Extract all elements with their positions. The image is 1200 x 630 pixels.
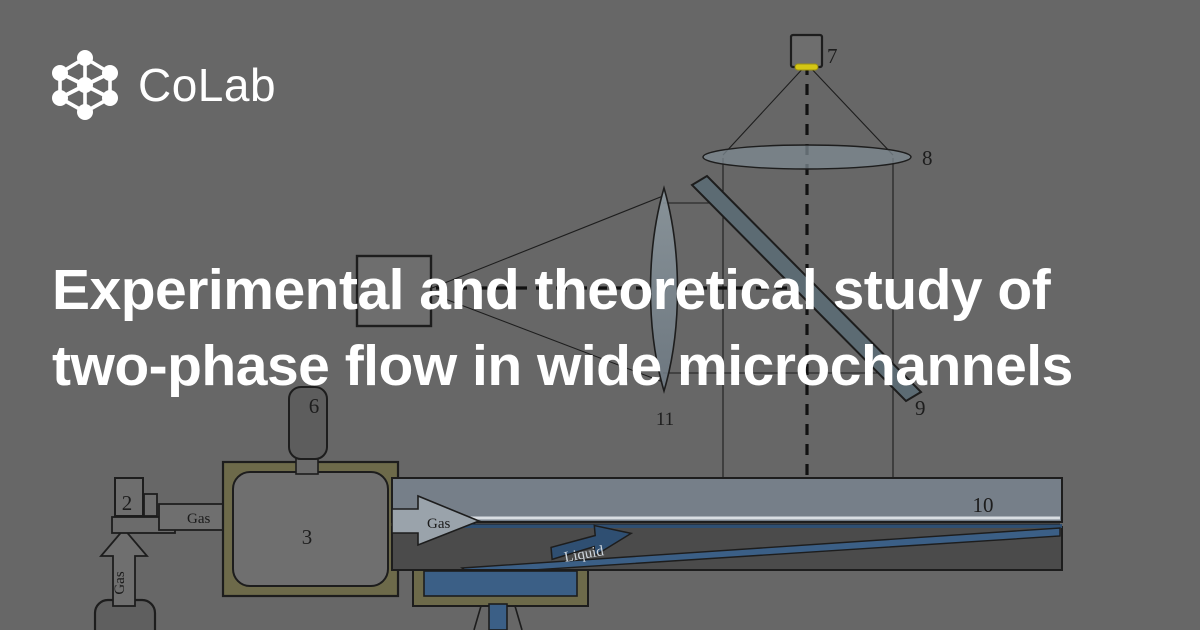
- label-9: 9: [915, 396, 926, 420]
- liquid-label: Liquid: [563, 543, 606, 566]
- optical-numeric-labels: 7 8 9 11 2: [122, 44, 933, 515]
- title-line-2: two-phase flow in wide microchannels: [52, 334, 1073, 398]
- light-source-7: [789, 33, 824, 71]
- label-6: 6: [309, 394, 320, 418]
- liquid-reservoir: [412, 569, 589, 630]
- gas-label-horizontal: Gas: [187, 511, 210, 527]
- beam-splitter-mirror-9: [690, 174, 923, 403]
- gas-label-channel: Gas: [427, 516, 450, 532]
- brand-name: CoLab: [138, 59, 277, 111]
- mixing-chamber-3: 3: [221, 460, 400, 598]
- page-title: Experimental and theoretical study of tw…: [52, 252, 1162, 404]
- gas-channel-arrow: Gas: [391, 494, 482, 547]
- camera-detector-box: [355, 254, 433, 328]
- label-10: 10: [973, 493, 994, 517]
- liquid-channel-arrow: Liquid: [550, 524, 634, 566]
- microchannel-lower: [391, 524, 1063, 571]
- gas-label-vertical: Gas: [112, 571, 128, 594]
- microchannel-upper-10: 10: [391, 477, 1063, 523]
- vertical-cylinder-6: 6: [288, 386, 328, 475]
- label-3: 3: [302, 525, 313, 549]
- label-7: 7: [827, 44, 838, 68]
- collimating-lens-8: [702, 144, 912, 170]
- brand-lockup: CoLab: [48, 48, 276, 122]
- network-graph-icon: [48, 48, 122, 122]
- optical-axis-dashed: [432, 64, 809, 481]
- focusing-lens-11: [649, 185, 679, 394]
- title-line-1: Experimental and theoretical study of: [52, 258, 1051, 322]
- gas-stream-line: [392, 516, 1060, 525]
- gas-inlet-arrow-vertical: Gas: [99, 527, 149, 607]
- label-8: 8: [922, 146, 933, 170]
- label-2: 2: [122, 491, 133, 515]
- label-11: 11: [656, 409, 674, 430]
